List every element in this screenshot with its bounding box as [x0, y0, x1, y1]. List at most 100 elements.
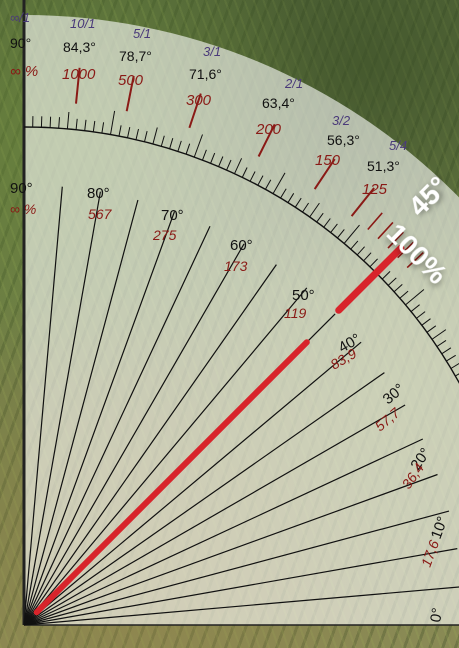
radial-line: [23, 341, 362, 626]
degree-tick: [118, 125, 122, 137]
degree-tick: [343, 224, 360, 244]
degree-tick: [234, 158, 243, 174]
angle-degree-label: 60°: [230, 237, 253, 254]
degree-tick: [294, 197, 302, 208]
degree-tick: [92, 120, 96, 132]
ratio-tick: [397, 241, 414, 259]
angle-percent-label: 173: [224, 258, 248, 274]
ratio-percent-label: 125: [362, 181, 388, 198]
ratio-label: 5/1: [133, 26, 151, 41]
radial-line: [23, 510, 450, 626]
degree-tick: [210, 152, 216, 164]
degree-tick: [241, 167, 248, 178]
ratio-percent-label: 1000: [62, 66, 96, 83]
radial-line: [23, 225, 211, 626]
degree-tick: [152, 127, 158, 145]
ratio-degree-label: 84,3°: [63, 39, 96, 55]
degree-tick: [144, 130, 148, 142]
degree-tick: [84, 119, 87, 131]
degree-tick: [410, 304, 420, 312]
angle-percent-label: 275: [152, 227, 177, 243]
ratio-tick: [377, 221, 394, 240]
radial-line: [23, 473, 438, 626]
angle-degree-label: 80°: [87, 185, 110, 202]
radial-line: [23, 186, 63, 626]
radial-line: [23, 264, 277, 626]
degree-tick: [387, 277, 397, 286]
angle-degree-label: 90°: [10, 180, 33, 197]
ratio-degree-label: 51,3°: [367, 158, 400, 174]
degree-tick: [369, 258, 378, 268]
ratio-degree-label: 78,7°: [119, 48, 152, 64]
degree-tick: [101, 122, 105, 134]
degree-tick: [381, 271, 391, 280]
ratio-tick: [350, 187, 375, 217]
degree-tick: [272, 172, 286, 194]
ratio-tick: [387, 231, 404, 249]
degree-tick: [249, 171, 256, 182]
degree-tick: [416, 311, 426, 319]
angle-degree-label: 10°: [428, 514, 452, 541]
degree-tick: [160, 135, 165, 147]
degree-tick: [302, 202, 310, 213]
ratio-label: 5/4: [389, 138, 407, 153]
degree-tick: [169, 138, 174, 149]
tilt-indicator-pointer: [335, 244, 405, 314]
radial-line: [23, 287, 308, 626]
radial-line: [23, 191, 101, 626]
degree-tick: [257, 175, 264, 186]
degree-tick: [127, 126, 131, 139]
ratio-percent-label: 150: [315, 152, 341, 169]
degree-tick: [193, 134, 203, 158]
gauge-panel: [24, 15, 459, 625]
radial-line: [23, 372, 385, 626]
degree-tick: [316, 212, 324, 223]
ratio-degree-label: 56,3°: [327, 132, 360, 148]
radial-line: [23, 586, 459, 626]
degree-tick: [58, 117, 60, 129]
ratio-tick: [125, 75, 135, 112]
degree-tick: [426, 325, 437, 333]
radial-line: [23, 404, 406, 626]
degree-tick: [110, 110, 116, 135]
ratio-tick: [406, 252, 424, 269]
degree-tick: [363, 252, 372, 262]
radial-line: [23, 243, 245, 626]
ratio-tick: [75, 67, 81, 104]
degree-tick: [49, 116, 52, 128]
ratio-label: 10/1: [70, 16, 95, 31]
degree-tick: [177, 140, 182, 152]
radial-line: [23, 438, 424, 626]
degree-tick: [75, 118, 78, 130]
degree-tick: [356, 246, 365, 256]
degree-tick: [202, 149, 207, 161]
degree-tick: [350, 240, 359, 250]
degree-tick: [421, 318, 431, 326]
ratio-percent-label: 500: [118, 72, 144, 89]
degree-tick: [218, 156, 224, 167]
tilt-indicator-line: [33, 339, 310, 616]
degree-tick: [436, 339, 447, 347]
degree-tick: [441, 347, 452, 355]
degree-tick: [405, 289, 425, 306]
ratio-label: ∞/1: [10, 10, 30, 25]
angle-percent-label: ∞ %: [10, 201, 36, 217]
radial-line: [23, 199, 139, 626]
degree-tick: [280, 188, 287, 199]
radial-line: [23, 211, 176, 626]
ratio-degree-label: 63,4°: [262, 95, 295, 111]
radial-line: [23, 548, 458, 626]
degree-tick: [287, 193, 295, 203]
ratio-tick: [188, 93, 202, 129]
angle-degree-label: 50°: [292, 287, 315, 304]
degree-tick: [66, 111, 70, 129]
degree-tick: [185, 143, 191, 155]
angle-percent-label: 119: [284, 305, 307, 321]
ratio-label: 3/2: [332, 113, 351, 128]
degree-tick: [323, 218, 331, 228]
ratio-degree-label: 71,6°: [189, 66, 222, 82]
ratio-tick: [313, 158, 336, 190]
ratio-label: 2/1: [284, 76, 303, 91]
